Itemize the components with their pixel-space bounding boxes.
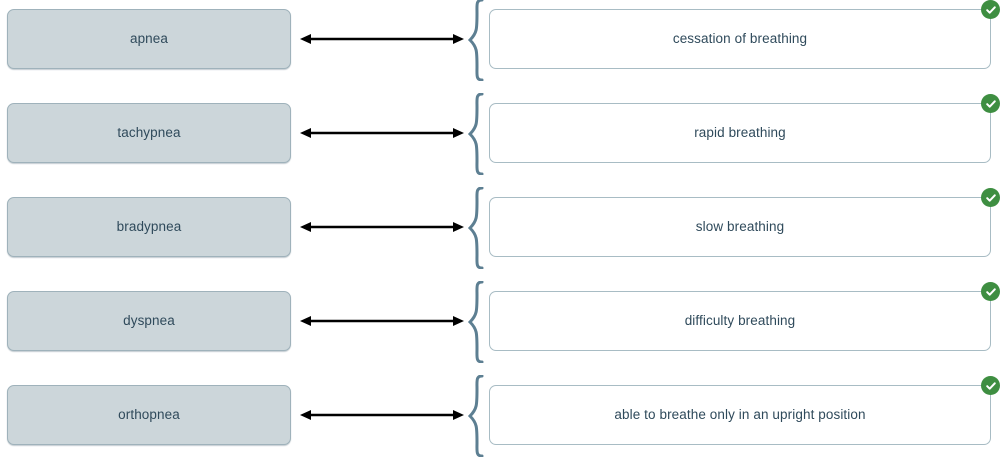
double-headed-arrow-icon [300, 219, 464, 235]
term-label: orthopnea [118, 406, 180, 422]
answer-box-4[interactable]: able to breathe only in an upright posit… [489, 385, 991, 445]
double-headed-arrow-icon [300, 313, 464, 329]
term-label: apnea [129, 30, 169, 46]
match-row: apnea cessation of breathing [0, 0, 1000, 82]
answer-box-3[interactable]: difficulty breathing [489, 291, 991, 351]
answer-box-2[interactable]: slow breathing [489, 197, 991, 257]
term-box-4[interactable]: orthopnea [7, 385, 291, 445]
curly-brace-icon [467, 374, 488, 458]
answer-slot-2: slow breathing [489, 188, 1000, 257]
curly-brace-icon [467, 186, 488, 270]
answer-slot-4: able to breathe only in an upright posit… [489, 376, 1000, 445]
answer-slot-0: cessation of breathing [489, 0, 1000, 69]
curly-brace-icon [467, 92, 488, 176]
term-label: tachypnea [117, 124, 181, 140]
answer-label: cessation of breathing [672, 30, 808, 46]
term-box-0[interactable]: apnea [7, 9, 291, 69]
curly-brace-icon [467, 280, 488, 364]
term-box-1[interactable]: tachypnea [7, 103, 291, 163]
green-check-circle-icon [981, 376, 1000, 395]
green-check-circle-icon [981, 282, 1000, 301]
term-box-3[interactable]: dyspnea [7, 291, 291, 351]
double-headed-arrow-icon [300, 31, 464, 47]
match-row: dyspnea difficulty breathing [0, 280, 1000, 364]
match-row: bradypnea slow breathing [0, 186, 1000, 270]
double-headed-arrow-icon [300, 407, 464, 423]
curly-brace-icon [467, 0, 488, 82]
green-check-circle-icon [981, 0, 1000, 19]
answer-label: rapid breathing [694, 124, 786, 140]
term-box-2[interactable]: bradypnea [7, 197, 291, 257]
answer-slot-3: difficulty breathing [489, 282, 1000, 351]
term-label: bradypnea [116, 218, 182, 234]
green-check-circle-icon [981, 94, 1000, 113]
answer-box-1[interactable]: rapid breathing [489, 103, 991, 163]
answer-box-0[interactable]: cessation of breathing [489, 9, 991, 69]
term-label: dyspnea [123, 312, 175, 328]
match-row: tachypnea rapid breathing [0, 92, 1000, 176]
answer-label: difficulty breathing [684, 312, 796, 328]
answer-slot-1: rapid breathing [489, 94, 1000, 163]
green-check-circle-icon [981, 188, 1000, 207]
answer-label: able to breathe only in an upright posit… [614, 406, 866, 422]
answer-label: slow breathing [695, 218, 785, 234]
double-headed-arrow-icon [300, 125, 464, 141]
match-row: orthopnea able to breathe only in an upr… [0, 374, 1000, 458]
